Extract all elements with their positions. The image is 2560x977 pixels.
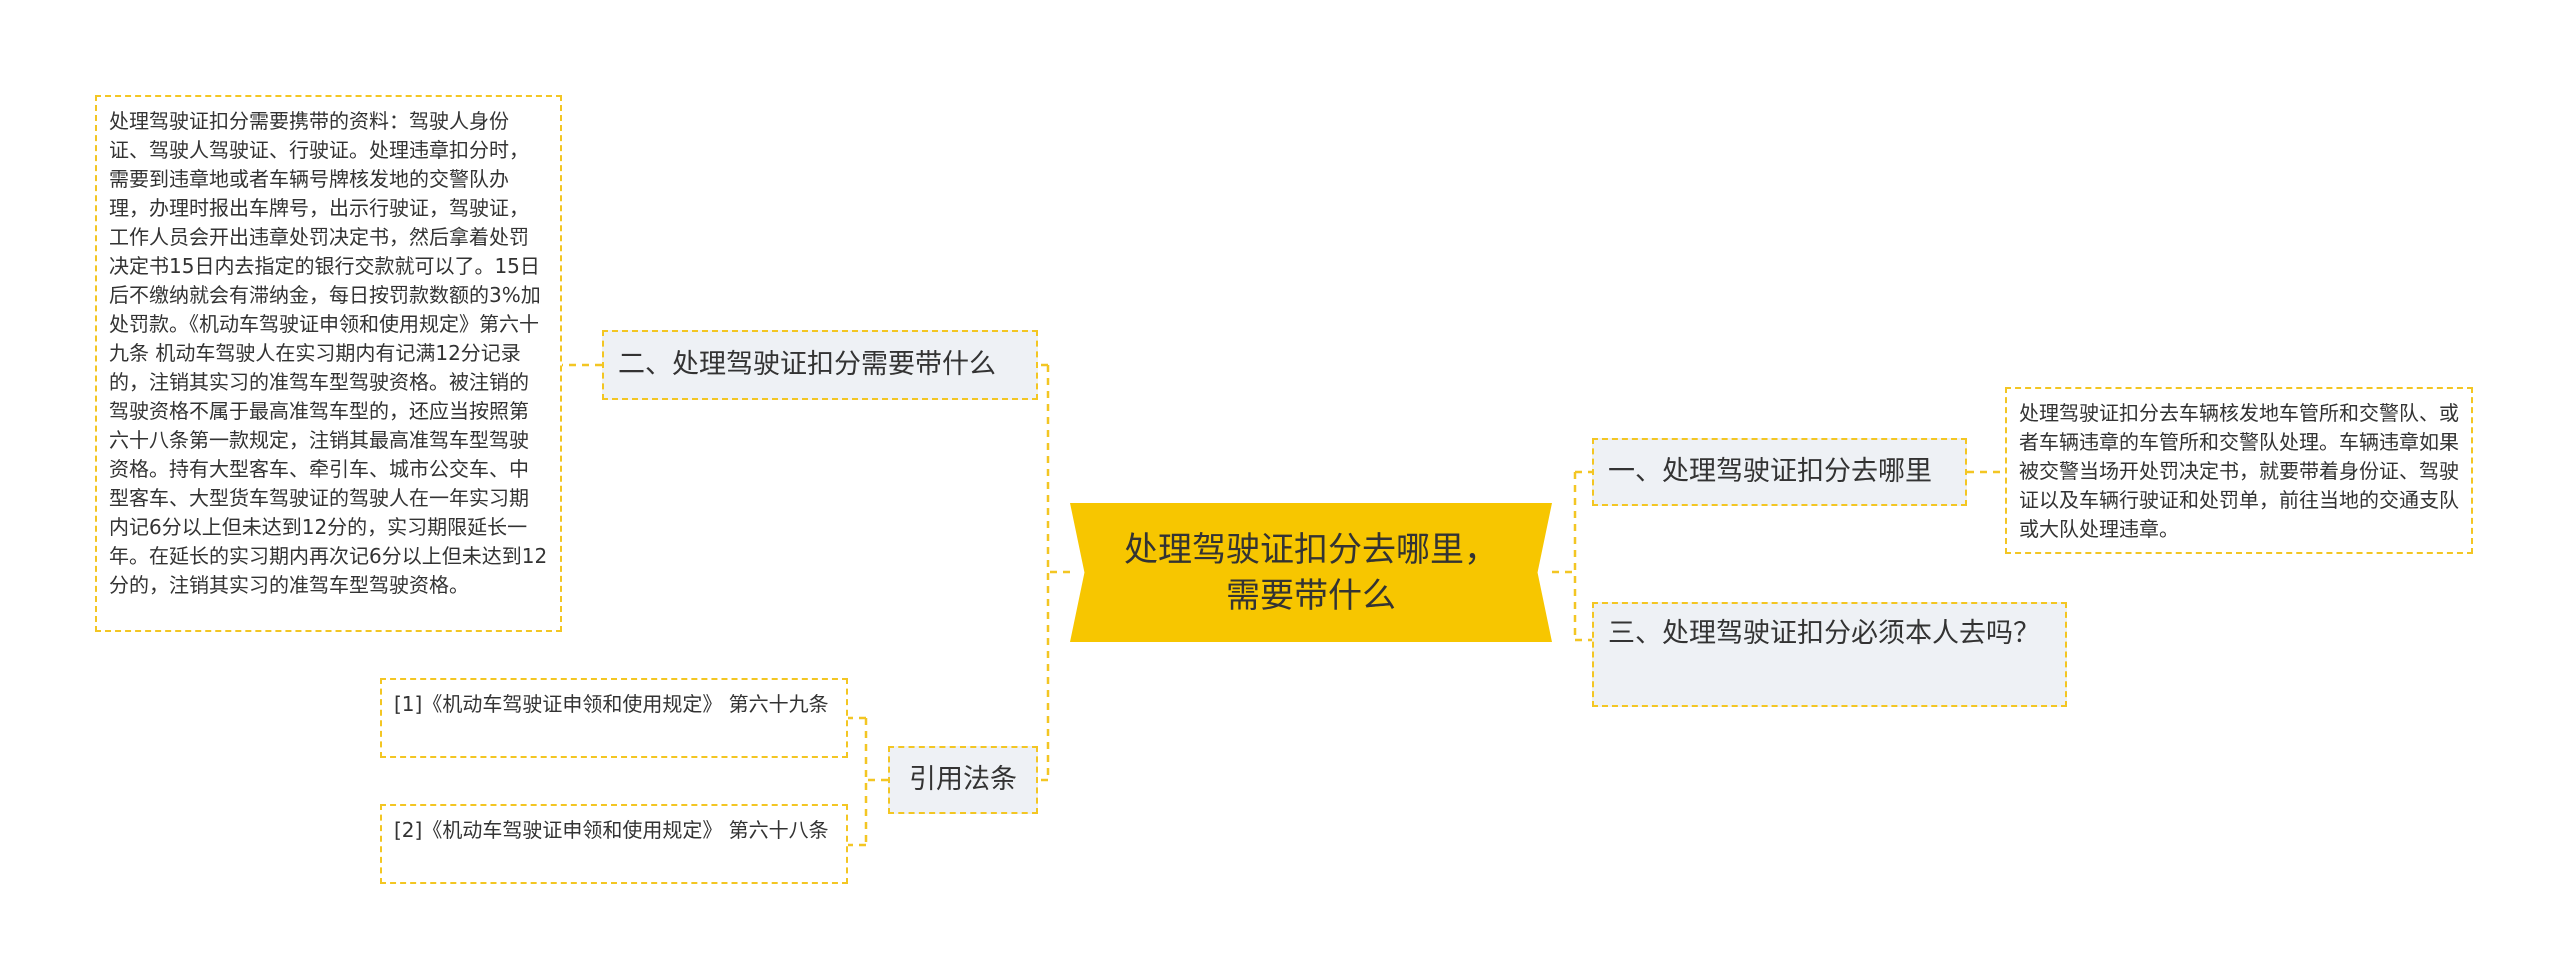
central-topic[interactable]: 处理驾驶证扣分去哪里，需要带什么 [1070,503,1552,642]
leaf-what-to-bring-detail[interactable]: 处理驾驶证扣分需要携带的资料：驾驶人身份证、驾驶人驾驶证、行驶证。处理违章扣分时… [95,95,562,632]
branch-what-to-bring[interactable]: 二、处理驾驶证扣分需要带什么 [602,330,1038,400]
branch-citations[interactable]: 引用法条 [888,746,1038,814]
branch-where[interactable]: 一、处理驾驶证扣分去哪里 [1592,438,1967,506]
leaf-what-to-bring-detail-text: 处理驾驶证扣分需要携带的资料：驾驶人身份证、驾驶人驾驶证、行驶证。处理违章扣分时… [109,109,548,597]
branch-where-label: 一、处理驾驶证扣分去哪里 [1608,456,1932,487]
leaf-where-detail-text: 处理驾驶证扣分去车辆核发地车管所和交警队、或者车辆违章的车管所和交警队处理。车辆… [2019,401,2459,541]
leaf-citation-1[interactable]: [1]《机动车驾驶证申领和使用规定》 第六十九条 [380,678,848,758]
leaf-citation-2[interactable]: [2]《机动车驾驶证申领和使用规定》 第六十八条 [380,804,848,884]
branch-in-person[interactable]: 三、处理驾驶证扣分必须本人去吗？ [1592,602,2067,707]
leaf-where-detail[interactable]: 处理驾驶证扣分去车辆核发地车管所和交警队、或者车辆违章的车管所和交警队处理。车辆… [2005,387,2473,554]
branch-what-to-bring-label: 二、处理驾驶证扣分需要带什么 [618,349,996,380]
leaf-citation-2-text: [2]《机动车驾驶证申领和使用规定》 第六十八条 [394,818,829,842]
branch-citations-label: 引用法条 [909,764,1017,795]
leaf-citation-1-text: [1]《机动车驾驶证申领和使用规定》 第六十九条 [394,692,829,716]
branch-in-person-label: 三、处理驾驶证扣分必须本人去吗？ [1608,618,2040,649]
central-topic-title: 处理驾驶证扣分去哪里，需要带什么 [1124,529,1498,616]
